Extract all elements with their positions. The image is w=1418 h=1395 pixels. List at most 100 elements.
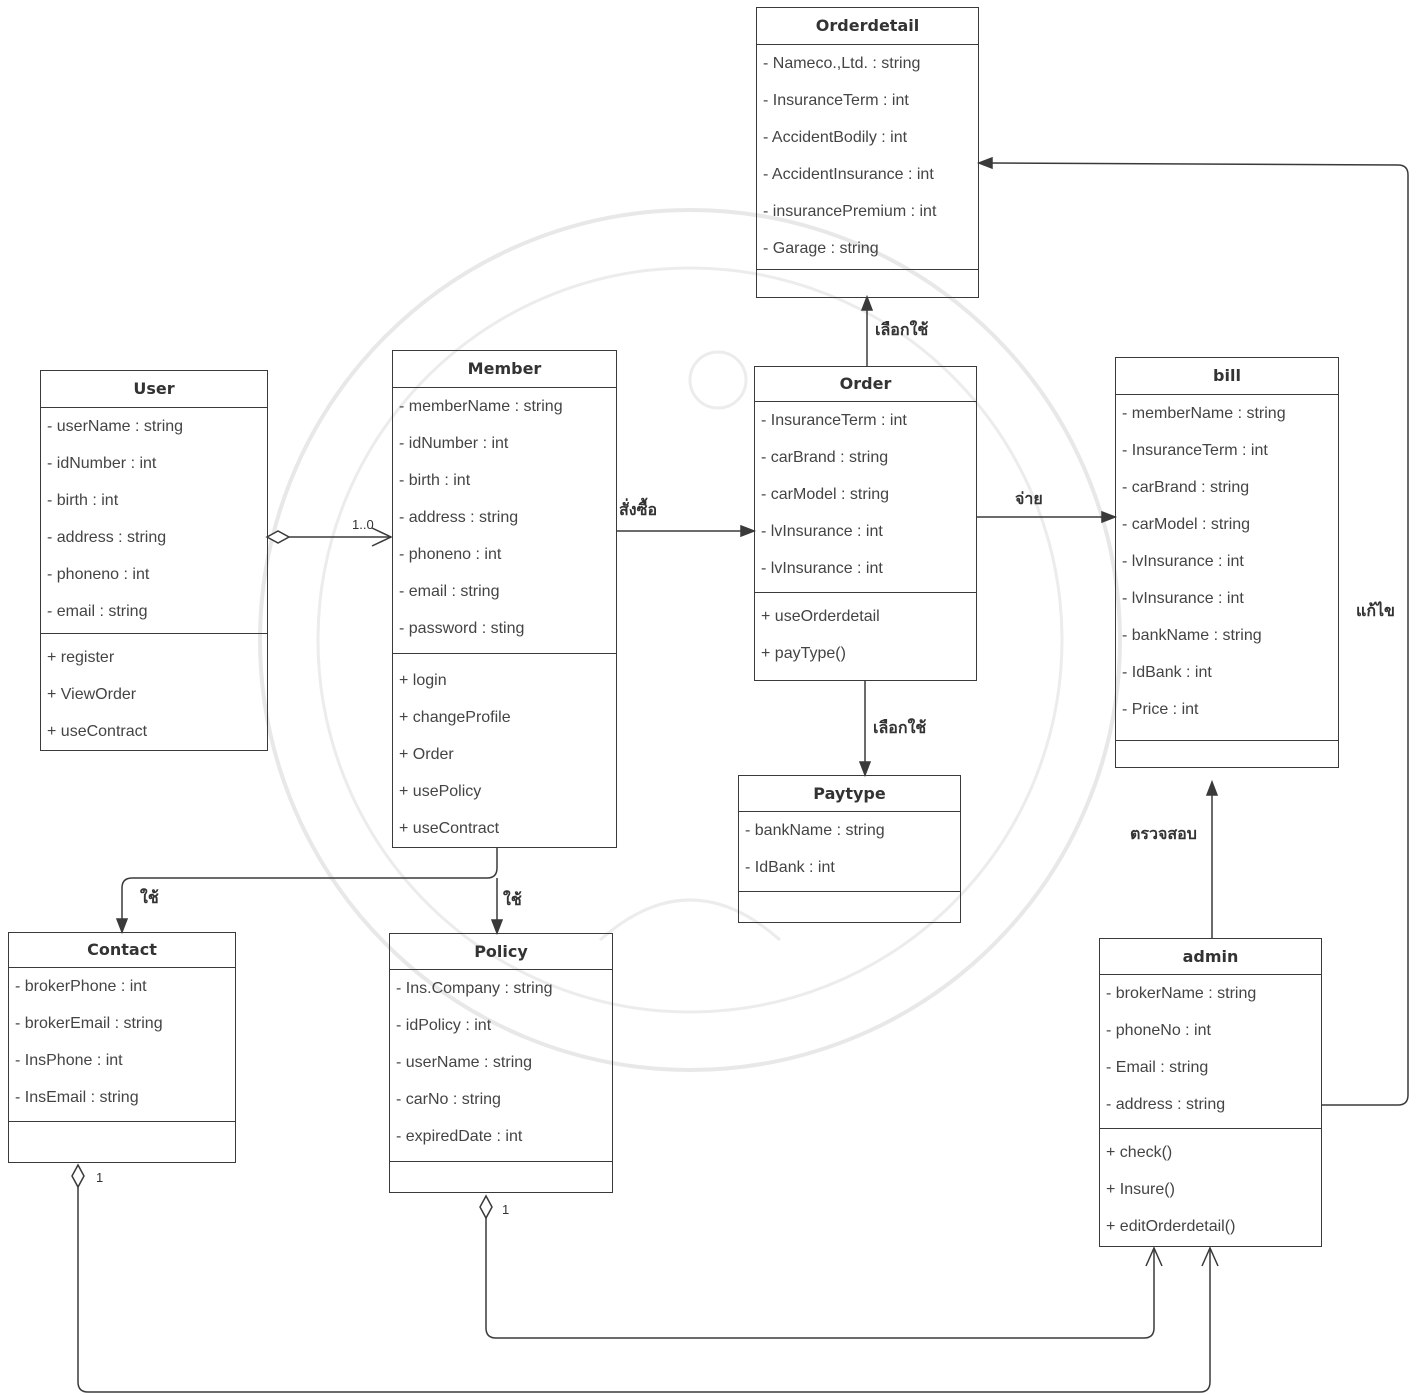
member-attribute: - phoneno : int	[399, 546, 502, 563]
policy-attribute: - expiredDate : int	[396, 1128, 523, 1145]
member-method: + usePolicy	[399, 783, 482, 800]
class-policy[interactable]: Policy - Ins.Company : string - idPolicy…	[389, 933, 613, 1193]
class-name: Member	[393, 351, 616, 388]
class-name: bill	[1116, 358, 1338, 395]
policy-attribute: - userName : string	[396, 1054, 533, 1071]
relation-member-contact	[115, 848, 498, 935]
relation-admin-orderdetail	[976, 156, 1409, 1106]
class-admin[interactable]: admin - brokerName : string - phoneNo : …	[1099, 938, 1322, 1247]
arrowhead	[490, 919, 504, 936]
methods-section: + login + changeProfile + Order + usePol…	[393, 654, 616, 847]
methods-section	[390, 1162, 612, 1192]
attributes-section: - userName : string - idNumber : int - b…	[41, 408, 267, 634]
attributes-section: - brokerPhone : int - brokerEmail : stri…	[9, 968, 235, 1122]
order-attribute: - lvInsurance : int	[761, 523, 883, 540]
bill-attribute: - InsuranceTerm : int	[1122, 442, 1268, 459]
relation-label-admin-orderdetail: แก้ไข	[1356, 601, 1395, 620]
member-attribute: - address : string	[399, 509, 519, 526]
orderdetail-attribute: - Garage : string	[763, 240, 879, 257]
class-orderdetail[interactable]: Orderdetail - Nameco.,Ltd. : string - In…	[756, 7, 979, 298]
contact-attribute: - brokerPhone : int	[15, 978, 147, 995]
class-order[interactable]: Order - InsuranceTerm : int - carBrand :…	[754, 366, 977, 681]
methods-section: + useOrderdetail + payType()	[755, 593, 976, 680]
orderdetail-attribute: - AccidentInsurance : int	[763, 166, 934, 183]
class-name: Order	[755, 367, 976, 402]
admin-attribute: - Email : string	[1106, 1059, 1209, 1076]
user-method: + ViewOrder	[47, 686, 137, 703]
relation-label-admin-bill: ตรวจสอบ	[1130, 824, 1197, 843]
relation-label-order-bill: จ่าย	[1015, 489, 1043, 508]
attributes-section: - bankName : string - IdBank : int	[739, 812, 960, 892]
multiplicity-policy-admin: 1	[502, 1202, 510, 1217]
aggregation-diamond	[479, 1194, 493, 1220]
attributes-section: - Ins.Company : string - idPolicy : int …	[390, 970, 612, 1162]
policy-attribute: - carNo : string	[396, 1091, 501, 1108]
member-attribute: - email : string	[399, 583, 500, 600]
class-user[interactable]: User - userName : string - idNumber : in…	[40, 370, 268, 751]
class-name: admin	[1100, 939, 1321, 975]
bill-attribute: - lvInsurance : int	[1122, 553, 1244, 570]
class-member[interactable]: Member - memberName : string - idNumber …	[392, 350, 617, 848]
order-attribute: - InsuranceTerm : int	[761, 412, 907, 429]
attributes-section: - memberName : string - idNumber : int -…	[393, 388, 616, 654]
relation-order-bill	[977, 510, 1118, 524]
member-method: + changeProfile	[399, 709, 511, 726]
bill-attribute: - IdBank : int	[1122, 664, 1212, 681]
user-attribute: - birth : int	[47, 492, 119, 509]
methods-section: + register + ViewOrder + useContract	[41, 634, 267, 750]
relation-label-member-policy: ใช้	[503, 890, 522, 909]
arrowhead	[115, 918, 129, 935]
order-attribute: - lvInsurance : int	[761, 560, 883, 577]
relation-label-order-paytype: เลือกใช้	[873, 718, 927, 737]
order-attribute: - carModel : string	[761, 486, 890, 503]
policy-attribute: - idPolicy : int	[396, 1017, 492, 1034]
policy-attribute: - Ins.Company : string	[396, 980, 553, 997]
class-contact[interactable]: Contact - brokerPhone : int - brokerEmai…	[8, 932, 236, 1163]
relation-policy-admin	[479, 1194, 1163, 1339]
class-name: Policy	[390, 934, 612, 970]
order-method: + payType()	[761, 645, 846, 662]
arrowhead	[858, 761, 872, 778]
aggregation-diamond	[71, 1163, 85, 1189]
relation-contact-admin	[71, 1163, 1219, 1393]
arrowhead	[1101, 510, 1118, 524]
methods-section	[739, 892, 960, 922]
class-paytype[interactable]: Paytype - bankName : string - IdBank : i…	[738, 775, 961, 923]
relation-member-order	[617, 524, 757, 538]
attributes-section: - brokerName : string - phoneNo : int - …	[1100, 975, 1321, 1129]
member-method: + login	[399, 672, 447, 689]
user-attribute: - address : string	[47, 529, 167, 546]
admin-method: + check()	[1106, 1144, 1173, 1161]
admin-attribute: - brokerName : string	[1106, 985, 1257, 1002]
class-bill[interactable]: bill - memberName : string - InsuranceTe…	[1115, 357, 1339, 768]
class-name: User	[41, 371, 267, 408]
member-attribute: - idNumber : int	[399, 435, 509, 452]
contact-attribute: - InsEmail : string	[15, 1089, 139, 1106]
bill-attribute: - carModel : string	[1122, 516, 1251, 533]
order-method: + useOrderdetail	[761, 608, 880, 625]
arrowhead	[860, 294, 874, 311]
relation-member-policy	[490, 878, 504, 936]
contact-attribute: - InsPhone : int	[15, 1052, 123, 1069]
class-name: Paytype	[739, 776, 960, 812]
methods-section: + check() + Insure() + editOrderdetail()	[1100, 1129, 1321, 1246]
admin-attribute: - phoneNo : int	[1106, 1022, 1211, 1039]
order-attribute: - carBrand : string	[761, 449, 889, 466]
paytype-attribute: - bankName : string	[745, 822, 885, 839]
relation-user-member	[265, 527, 393, 547]
relation-admin-bill	[1205, 779, 1219, 938]
member-method: + useContract	[399, 820, 500, 837]
attributes-section: - Nameco.,Ltd. : string - InsuranceTerm …	[757, 45, 978, 270]
contact-attribute: - brokerEmail : string	[15, 1015, 163, 1032]
relation-label-order-orderdetail: เลือกใช้	[875, 320, 929, 339]
orderdetail-attribute: - AccidentBodily : int	[763, 129, 908, 146]
member-method: + Order	[399, 746, 454, 763]
class-name: Contact	[9, 933, 235, 968]
user-attribute: - email : string	[47, 603, 148, 620]
orderdetail-attribute: - InsuranceTerm : int	[763, 92, 909, 109]
open-arrowhead	[371, 527, 393, 547]
arrowhead	[1205, 779, 1219, 796]
user-attribute: - phoneno : int	[47, 566, 150, 583]
